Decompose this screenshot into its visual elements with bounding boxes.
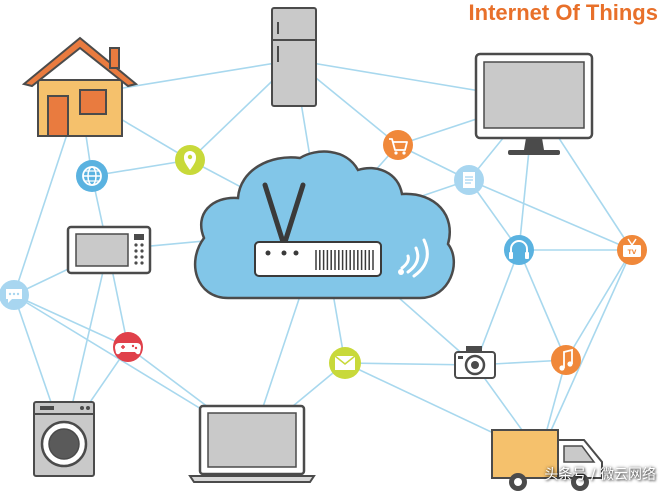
connection-line-chat-gamepad — [13, 294, 129, 348]
microwave-icon — [66, 225, 152, 275]
house-icon — [21, 36, 139, 137]
connection-line-tv-music — [565, 249, 633, 361]
refrigerator-icon — [271, 7, 317, 107]
connection-line-globe-location — [91, 159, 191, 177]
connection-line-mail-camera — [344, 362, 476, 366]
music-note-icon — [551, 345, 581, 375]
gamepad-icon — [113, 332, 143, 362]
connection-line-headphones-camera — [474, 249, 520, 366]
headphones-icon — [504, 235, 534, 265]
diagram-title: Internet Of Things — [468, 0, 658, 25]
mail-icon — [329, 347, 361, 379]
chat-bubble-icon — [0, 280, 29, 310]
watermark: 头条号 / 微云网络 — [544, 467, 656, 483]
globe-icon — [76, 160, 108, 192]
shopping-cart-icon — [383, 130, 413, 160]
connection-line-headphones-music — [518, 249, 567, 361]
washing-machine-icon — [33, 401, 95, 477]
router-icon — [254, 182, 429, 278]
location-pin-icon — [175, 145, 205, 175]
document-icon — [454, 165, 484, 195]
monitor-icon — [474, 52, 594, 155]
connection-line-document-tv — [468, 179, 633, 251]
camera-icon — [454, 346, 496, 379]
truck-icon — [491, 429, 603, 491]
laptop-icon — [188, 404, 316, 483]
tv-icon: TV — [617, 235, 647, 265]
svg-text:TV: TV — [628, 249, 637, 256]
connection-line-tv-truck — [539, 249, 633, 456]
